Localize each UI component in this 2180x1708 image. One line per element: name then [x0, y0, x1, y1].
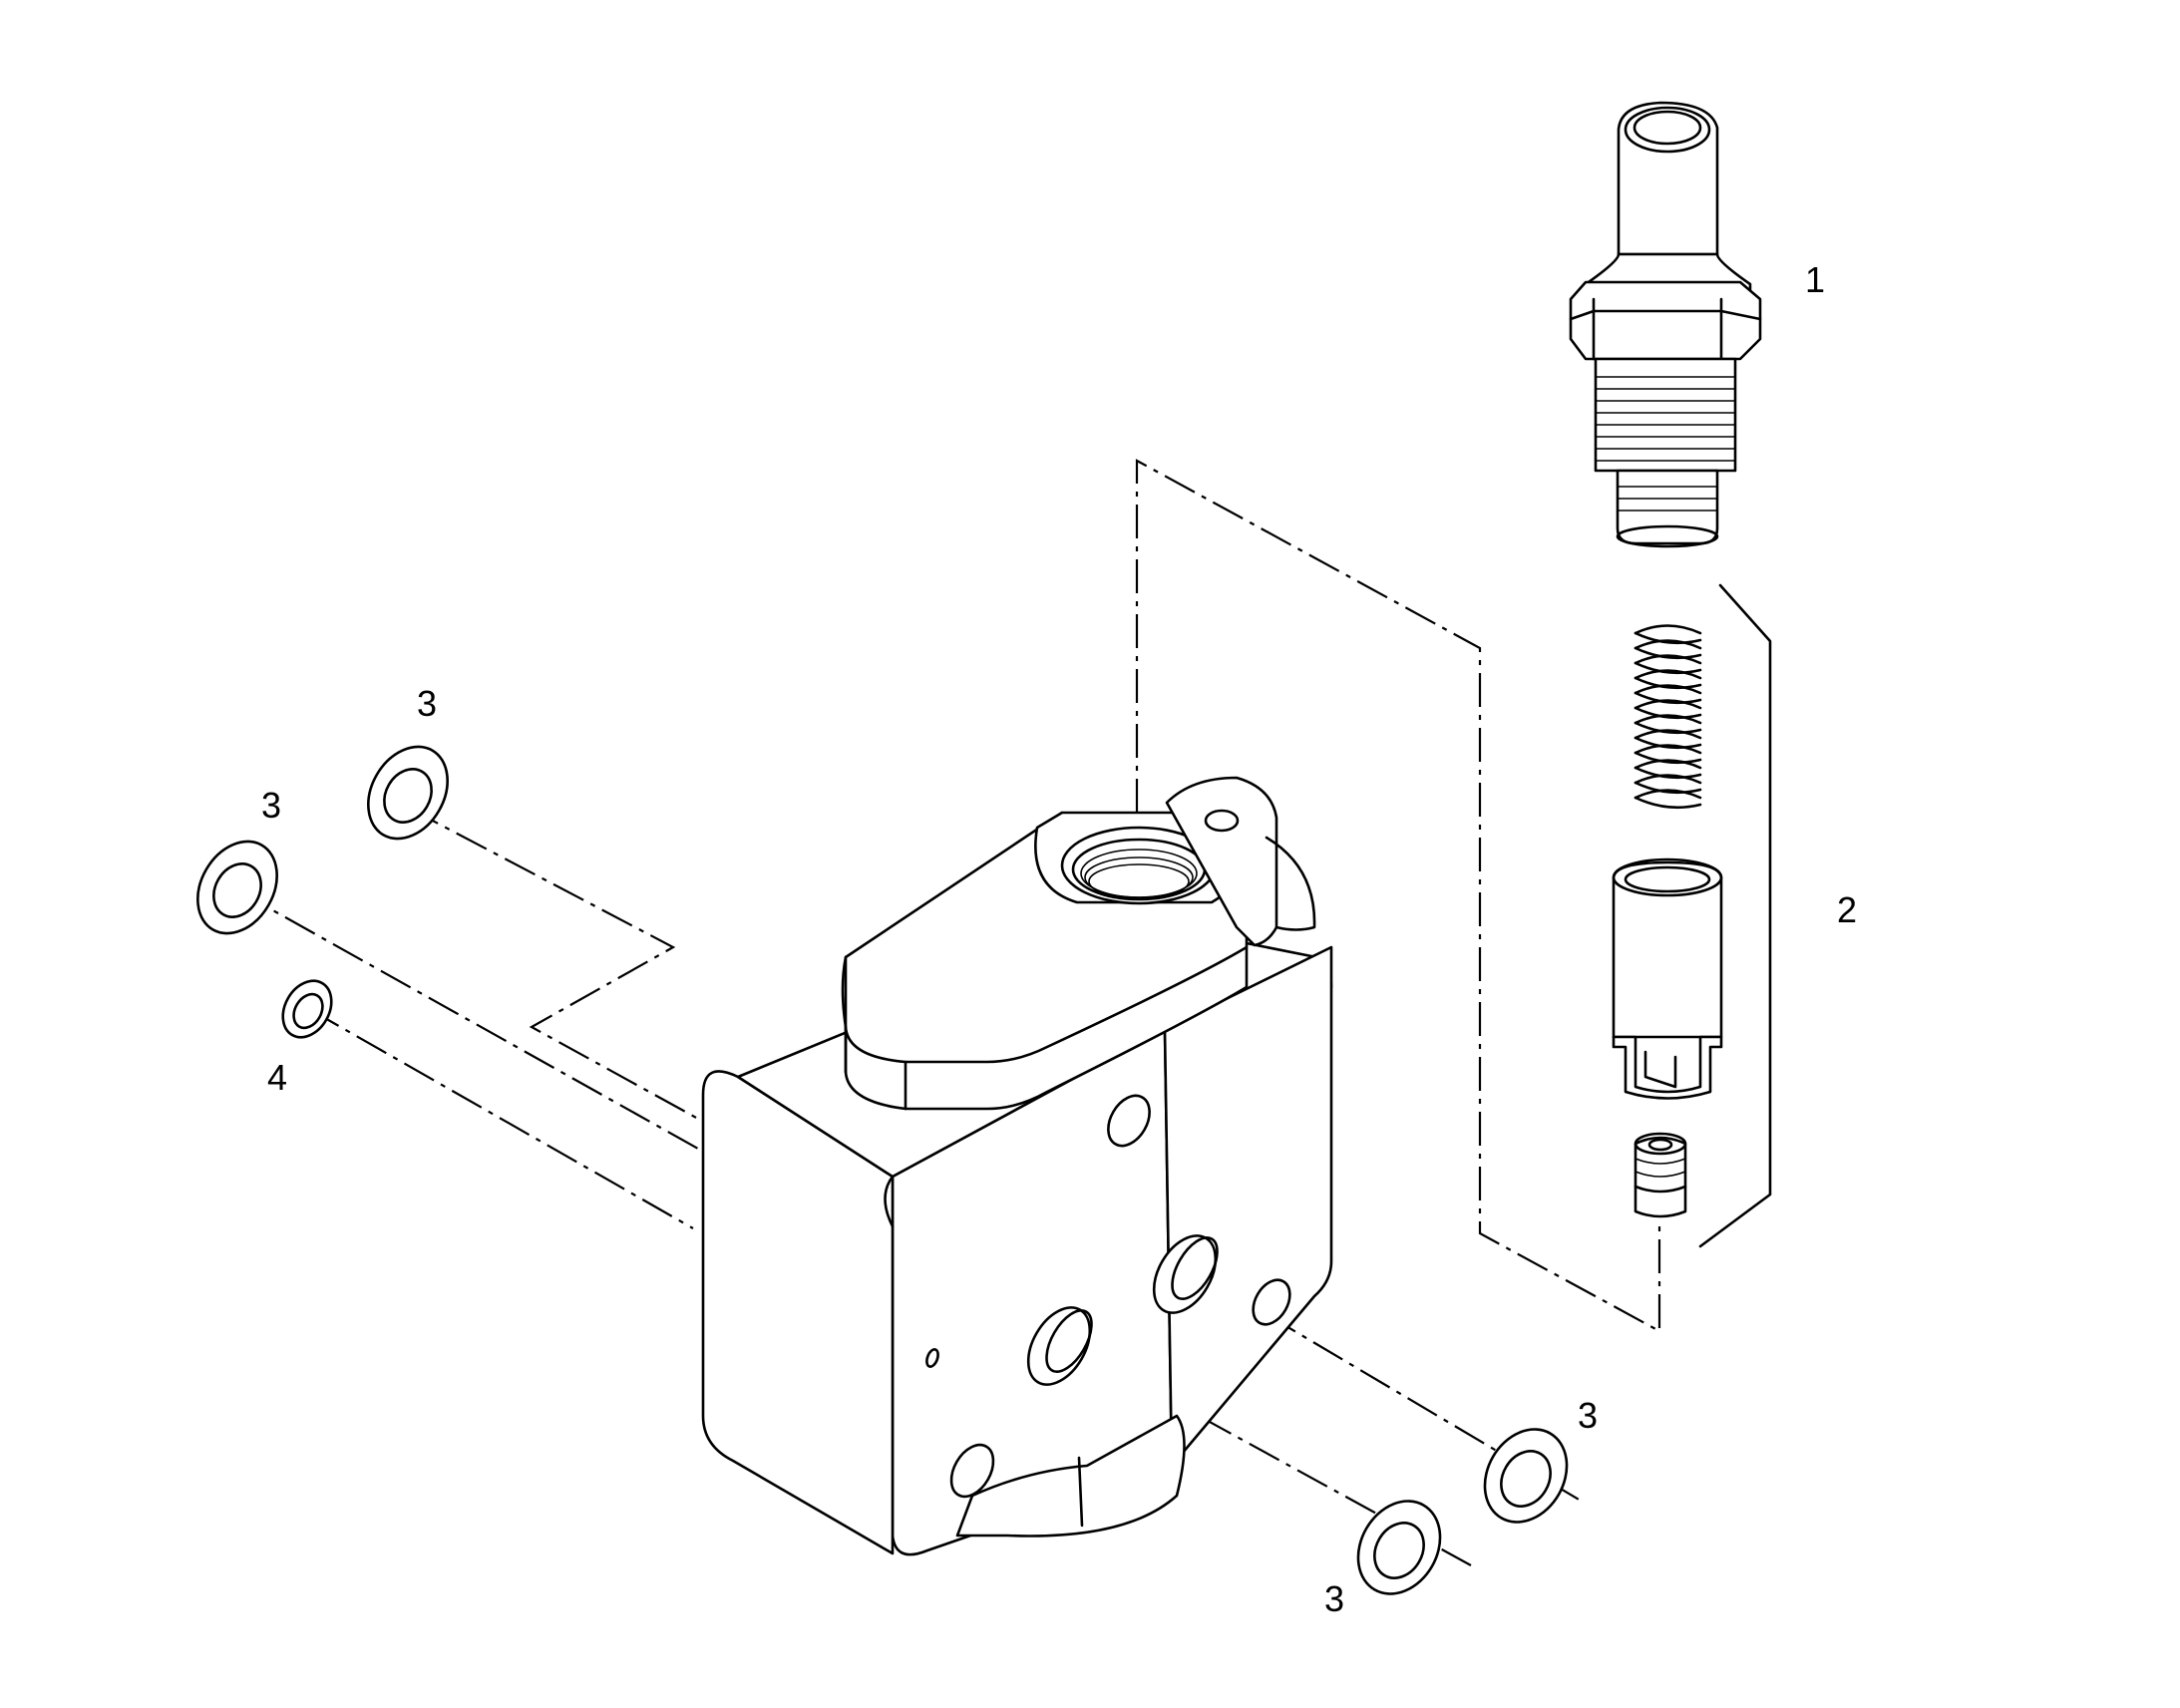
- washer-3-bottom: [1356, 1500, 1442, 1595]
- orifice-plug: [1634, 1132, 1687, 1218]
- cartridge-valve: [1569, 101, 1762, 548]
- callout-3-middle-left: 3: [261, 785, 281, 826]
- callout-3-bottom: 3: [1324, 1578, 1344, 1619]
- callout-3-lower-right: 3: [1578, 1395, 1598, 1436]
- callout-1: 1: [1805, 259, 1825, 300]
- callout-4: 4: [267, 1057, 287, 1098]
- group-bracket: [1698, 583, 1772, 1248]
- spool-piston: [1612, 857, 1723, 1100]
- o-ring-4: [281, 979, 333, 1039]
- washer-3-lower-right: [1483, 1428, 1569, 1524]
- callout-3-upper-left: 3: [417, 683, 437, 724]
- spring: [1634, 624, 1702, 810]
- washer-3-middle-left: [196, 840, 278, 935]
- callout-2: 2: [1837, 889, 1857, 930]
- valve-block-boss: [841, 776, 1316, 1111]
- washer-3-upper-left: [367, 745, 449, 841]
